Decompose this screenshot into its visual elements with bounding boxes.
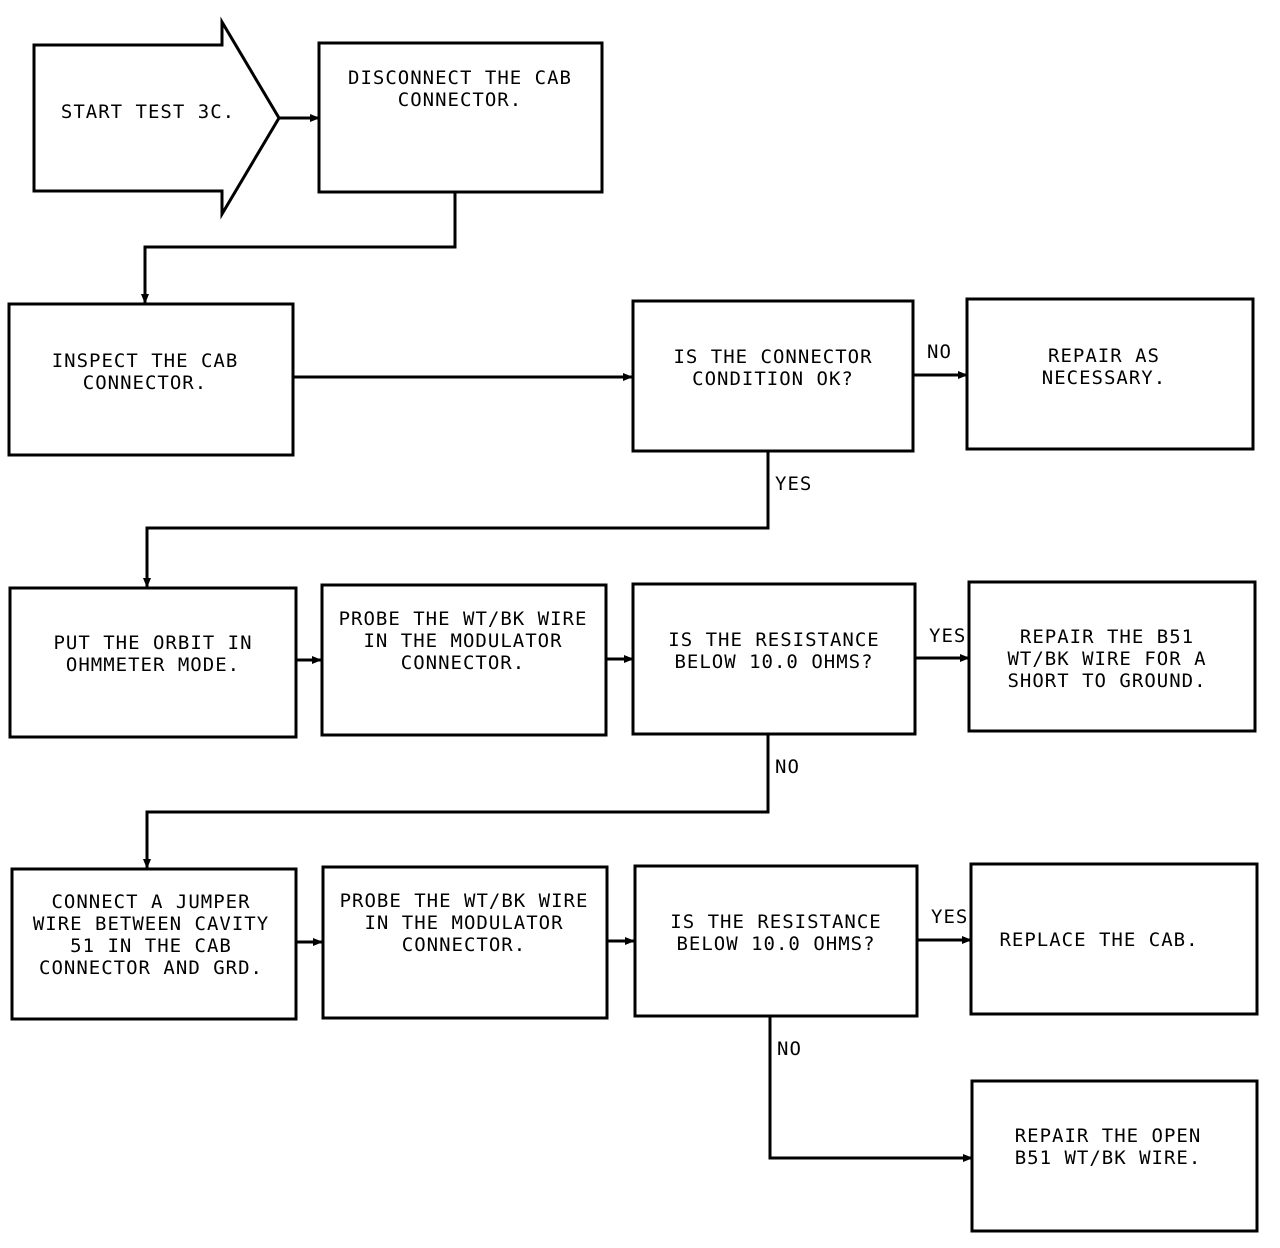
label-resistance1-no: NO [775, 756, 800, 778]
node-disconnect-line-1: DISCONNECT THE CAB [348, 67, 572, 89]
box-replace-cab [969, 862, 1259, 1016]
node-repair-as-necessary-line-1: REPAIR AS [1048, 345, 1160, 367]
edge-labels: NO YES YES NO YES NO [775, 341, 968, 1060]
box-repair-short [967, 580, 1257, 733]
label-condition-no: NO [927, 341, 952, 363]
node-probe-1-line-3: CONNECTOR. [401, 652, 525, 674]
box-resistance-2 [633, 864, 919, 1018]
node-probe-2-line-1: PROBE THE WT/BK WIRE [340, 890, 589, 912]
box-probe-2 [321, 865, 609, 1020]
label-resistance2-yes: YES [931, 906, 968, 928]
node-repair-open-line-2: B51 WT/BK WIRE. [1015, 1147, 1202, 1169]
box-probe-1 [320, 583, 608, 737]
node-probe-2-line-3: CONNECTOR. [402, 934, 526, 956]
label-condition-yes: YES [775, 473, 812, 495]
label-resistance2-no: NO [777, 1038, 802, 1060]
node-resistance-2-line-1: IS THE RESISTANCE [670, 911, 881, 933]
node-repair-short-line-1: REPAIR THE B51 [1020, 626, 1194, 648]
node-connect-jumper-line-1: CONNECT A JUMPER [51, 891, 250, 913]
label-resistance1-yes: YES [929, 625, 966, 647]
node-repair-as-necessary-line-2: NECESSARY. [1042, 367, 1166, 389]
node-probe-1-line-2: IN THE MODULATOR [363, 630, 562, 652]
node-resistance-1-line-1: IS THE RESISTANCE [668, 629, 879, 651]
node-repair-short-line-2: WT/BK WIRE FOR A [1007, 648, 1206, 670]
node-put-orbit-line-2: OHMMETER MODE. [66, 654, 240, 676]
node-start: START TEST 3C. [61, 101, 235, 123]
node-replace-cab: REPLACE THE CAB. [999, 929, 1198, 951]
node-replace-cab-line-1: REPLACE THE CAB. [999, 929, 1198, 951]
edge-condition-yes [143, 451, 770, 588]
box-inspect [7, 302, 295, 457]
connectors [141, 114, 973, 1162]
node-condition-ok-line-2: CONDITION OK? [692, 368, 854, 390]
edge-disconnect-to-inspect [141, 193, 457, 304]
node-start-line-1: START TEST 3C. [61, 101, 235, 123]
box-connect-jumper [10, 867, 298, 1021]
node-condition-ok-line-1: IS THE CONNECTOR [673, 346, 872, 368]
start-arrow-shape [32, 16, 281, 220]
node-inspect-line-2: CONNECTOR. [83, 372, 207, 394]
node-resistance-1-line-2: BELOW 10.0 OHMS? [674, 651, 873, 673]
node-connect-jumper-line-3: 51 IN THE CAB [70, 935, 232, 957]
box-repair-open [970, 1079, 1259, 1233]
box-repair-as-necessary [965, 297, 1255, 451]
edge-resistance1-no [143, 734, 770, 869]
node-connect-jumper-line-2: WIRE BETWEEN CAVITY [33, 913, 269, 935]
box-put-orbit [8, 586, 298, 739]
node-connect-jumper-line-4: CONNECTOR AND GRD. [39, 957, 263, 979]
node-put-orbit-line-1: PUT THE ORBIT IN [53, 632, 252, 654]
node-disconnect-line-2: CONNECTOR. [398, 89, 522, 111]
node-inspect-line-1: INSPECT THE CAB [52, 350, 239, 372]
node-probe-1-line-1: PROBE THE WT/BK WIRE [339, 608, 588, 630]
edge-resistance2-no [768, 1016, 973, 1162]
node-repair-short-line-3: SHORT TO GROUND. [1007, 670, 1206, 692]
box-resistance-1 [631, 582, 917, 736]
node-repair-open-line-1: REPAIR THE OPEN [1015, 1125, 1202, 1147]
node-resistance-2-line-2: BELOW 10.0 OHMS? [676, 933, 875, 955]
box-disconnect [317, 41, 604, 194]
node-probe-2-line-2: IN THE MODULATOR [364, 912, 563, 934]
box-condition-ok [631, 299, 915, 453]
